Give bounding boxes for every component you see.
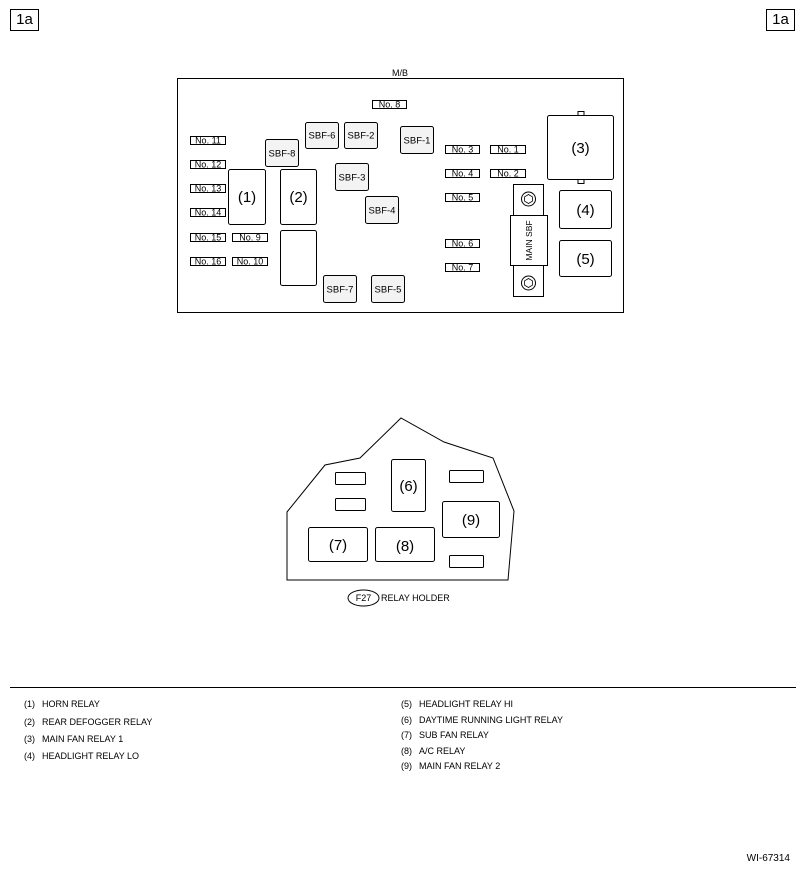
svg-text:No. 11: No. 11 (195, 136, 221, 146)
svg-text:SBF-7: SBF-7 (327, 285, 354, 296)
svg-text:No. 14: No. 14 (195, 208, 222, 218)
sbf-3: SBF-3 (335, 163, 369, 191)
svg-text:No. 12: No. 12 (195, 160, 222, 170)
svg-text:SBF-8: SBF-8 (269, 149, 296, 160)
svg-text:SBF-6: SBF-6 (309, 131, 336, 142)
holder-slot-d (449, 555, 484, 568)
relay-6: (6) (391, 459, 426, 512)
holder-slot-a (335, 472, 366, 485)
svg-text:No. 10: No. 10 (237, 257, 264, 267)
svg-text:No. 9: No. 9 (239, 233, 261, 243)
fuse-no9: No. 9 (232, 233, 268, 243)
relay-8: (8) (375, 527, 435, 562)
relay-blank-slot (280, 230, 317, 286)
sbf-6: SBF-6 (305, 122, 339, 149)
divider-line (10, 687, 796, 688)
svg-text:SBF-2: SBF-2 (348, 131, 375, 142)
relay-2: (2) (280, 169, 317, 225)
fuse-no11: No. 11 (190, 136, 226, 146)
sbf-2: SBF-2 (344, 122, 378, 149)
relay-3: (3) (547, 111, 614, 184)
svg-text:(9): (9) (462, 512, 480, 529)
svg-text:(4): (4) (576, 202, 594, 219)
page-tag-left: 1a (10, 9, 39, 31)
svg-text:(5): (5) (576, 251, 594, 268)
svg-text:No. 2: No. 2 (497, 169, 519, 179)
fuse-no7: No. 7 (445, 263, 480, 273)
relay-9: (9) (442, 501, 500, 538)
svg-text:SBF-5: SBF-5 (375, 285, 402, 296)
svg-text:SBF-4: SBF-4 (369, 206, 396, 217)
relay-holder: (6) (7) (8) (9) F27 RELAY HOLDER (286, 417, 515, 607)
holder-slot-c (449, 470, 484, 483)
relay-4: (4) (559, 190, 612, 229)
relay-holder-caption: F27 RELAY HOLDER (347, 589, 450, 607)
connector-badge (347, 589, 380, 607)
fuse-no15: No. 15 (190, 233, 226, 243)
svg-text:No. 1: No. 1 (497, 145, 519, 155)
fuse-no4: No. 4 (445, 169, 480, 179)
sbf-4: SBF-4 (365, 196, 399, 224)
fuse-no5: No. 5 (445, 193, 480, 203)
svg-text:No. 8: No. 8 (379, 100, 401, 110)
relay-1: (1) (228, 169, 266, 225)
svg-text:No. 16: No. 16 (195, 257, 222, 267)
document-id: WI-67314 (746, 853, 790, 864)
fuse-no2: No. 2 (490, 169, 526, 179)
main-sbf: MAIN SBF (510, 184, 548, 297)
svg-text:(7): (7) (329, 537, 347, 554)
fuse-no10: No. 10 (232, 257, 268, 267)
fuse-no12: No. 12 (190, 160, 226, 170)
fuse-no3: No. 3 (445, 145, 480, 155)
svg-text:(1): (1) (238, 189, 256, 206)
terminal-bolt-top-icon (521, 191, 536, 207)
svg-text:No. 4: No. 4 (452, 169, 474, 179)
relay-5: (5) (559, 240, 612, 277)
svg-text:(6): (6) (399, 478, 417, 495)
svg-text:SBF-1: SBF-1 (404, 136, 431, 147)
svg-text:No. 5: No. 5 (452, 193, 474, 203)
fuse-no8: No. 8 (372, 100, 407, 110)
relay-holder-label: RELAY HOLDER (381, 593, 450, 603)
fuse-no1: No. 1 (490, 145, 526, 155)
svg-text:(8): (8) (396, 538, 414, 555)
main-box-title: M/B (392, 68, 408, 78)
svg-text:No. 3: No. 3 (452, 145, 474, 155)
svg-text:No. 15: No. 15 (195, 233, 222, 243)
svg-text:No. 7: No. 7 (452, 263, 474, 273)
holder-slot-b (335, 498, 366, 511)
fuse-no16: No. 16 (190, 257, 226, 267)
sbf-8: SBF-8 (265, 139, 299, 167)
sbf-7: SBF-7 (323, 275, 357, 303)
main-fuse-box: M/B No. 8 No. 11 No. 12 No. 13 No. 14 No… (177, 68, 624, 313)
main-sbf-label: MAIN SBF (524, 220, 534, 260)
svg-text:(3): (3) (571, 140, 589, 157)
sbf-1: SBF-1 (400, 126, 434, 154)
svg-text:No. 6: No. 6 (452, 239, 474, 249)
sbf-5: SBF-5 (371, 275, 405, 303)
fuse-no6: No. 6 (445, 239, 480, 249)
svg-text:No. 13: No. 13 (195, 184, 222, 194)
fuse-no13: No. 13 (190, 184, 226, 194)
fuse-no14: No. 14 (190, 208, 226, 218)
svg-text:(2): (2) (289, 189, 307, 206)
page-tag-right: 1a (766, 9, 795, 31)
relay-7: (7) (308, 527, 368, 562)
svg-text:SBF-3: SBF-3 (339, 173, 366, 184)
terminal-bolt-bottom-icon (521, 275, 536, 291)
connector-code: F27 (356, 593, 372, 603)
